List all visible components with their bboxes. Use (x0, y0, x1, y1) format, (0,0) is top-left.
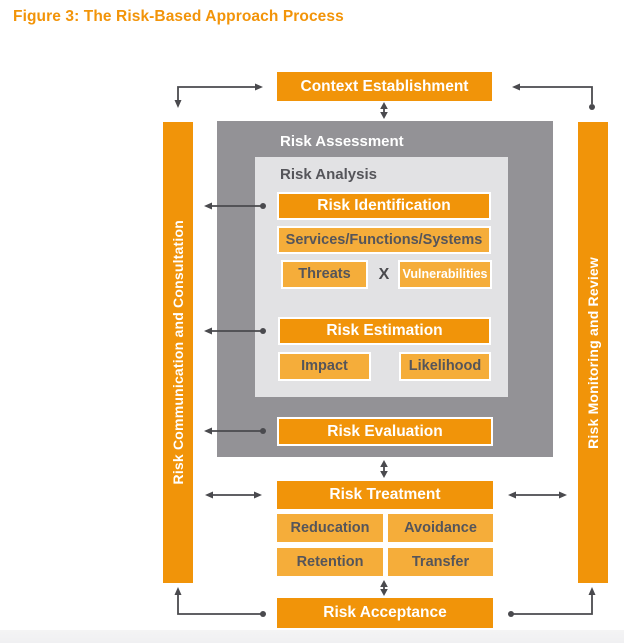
risk-estimation-box: Risk Estimation (278, 317, 491, 345)
connector-assessment-treatment (380, 460, 388, 478)
risk-evaluation-box: Risk Evaluation (277, 417, 493, 446)
connector-treatment-right (508, 491, 567, 499)
risk-identification-box: Risk Identification (277, 192, 491, 220)
avoidance-box: Avoidance (388, 514, 493, 542)
connector-context-assessment (380, 102, 388, 119)
risk-communication-bar-label: Risk Communication and Consultation (170, 220, 186, 485)
threats-box: Threats (281, 260, 368, 289)
context-establishment-box: Context Establishment (277, 72, 492, 101)
risk-acceptance-box: Risk Acceptance (277, 598, 493, 628)
likelihood-box: Likelihood (399, 352, 491, 381)
connector-bottomright-elbow (508, 587, 596, 617)
connector-topright-elbow (512, 83, 595, 110)
reducation-box: Reducation (277, 514, 383, 542)
connector-bottomleft-elbow (174, 587, 266, 617)
risk-assessment-label: Risk Assessment (280, 133, 404, 150)
risk-treatment-box: Risk Treatment (277, 481, 493, 509)
connector-topleft-elbow (174, 83, 263, 108)
impact-box: Impact (278, 352, 371, 381)
multiply-operator: X (378, 265, 390, 283)
connector-treatment-left (205, 491, 262, 499)
figure-title: Figure 3: The Risk-Based Approach Proces… (13, 8, 344, 25)
services-functions-systems-box: Services/Functions/Systems (277, 226, 491, 254)
vulnerabilities-box: Vulnerabilities (398, 260, 492, 289)
risk-monitoring-bar-label: Risk Monitoring and Review (585, 256, 601, 449)
bottom-strip (0, 630, 624, 643)
risk-communication-bar: Risk Communication and Consultation (163, 122, 193, 583)
connector-treatment-acceptance (380, 580, 388, 596)
retention-box: Retention (277, 548, 383, 576)
risk-monitoring-bar: Risk Monitoring and Review (578, 122, 608, 583)
transfer-box: Transfer (388, 548, 493, 576)
risk-analysis-label: Risk Analysis (280, 166, 377, 183)
